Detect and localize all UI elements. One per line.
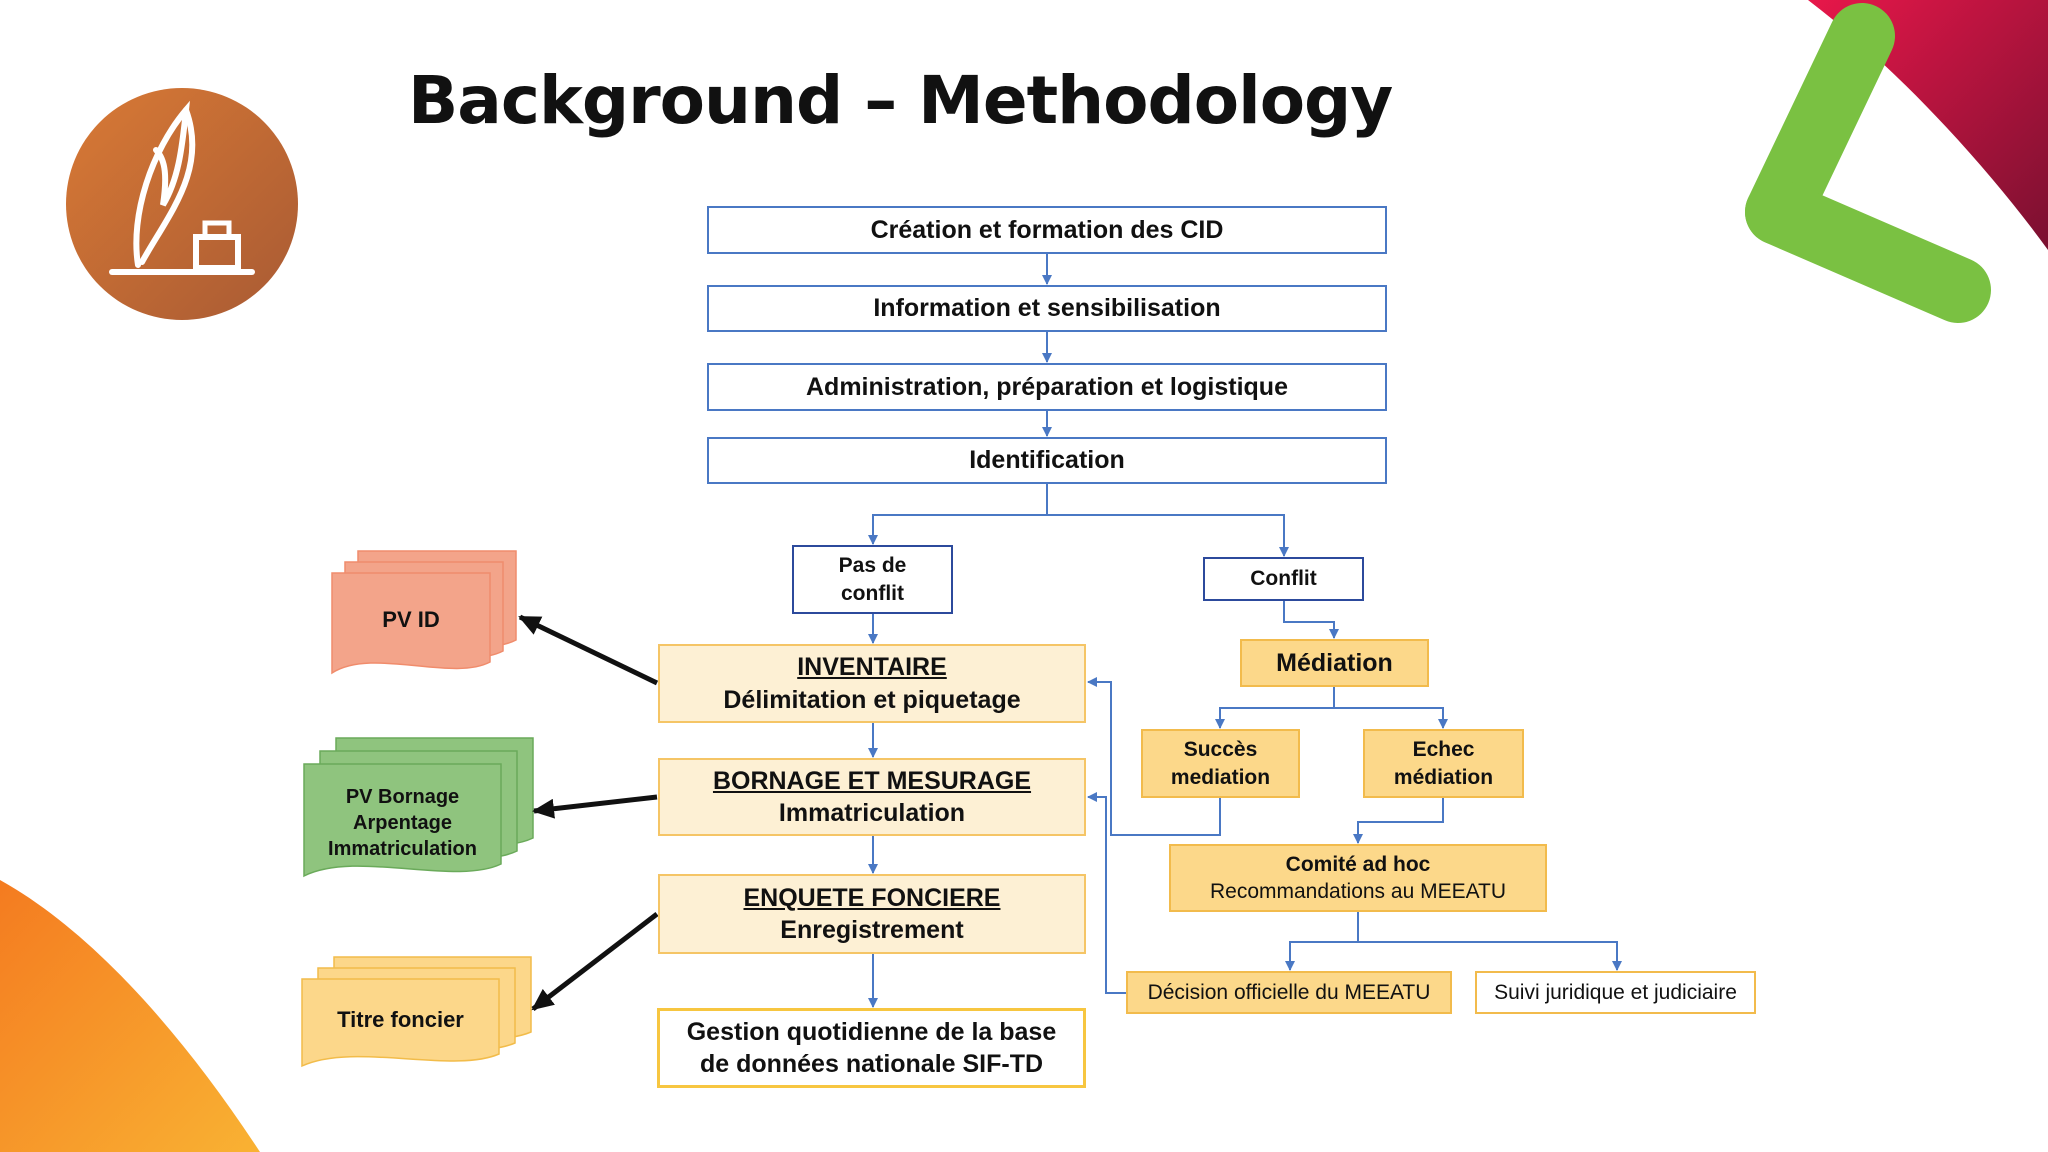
decision-officielle-step: Décision officielle du MEEATU xyxy=(1126,971,1452,1014)
echec-line2: médiation xyxy=(1393,765,1494,789)
titre-foncier-document-stack xyxy=(301,956,532,1068)
echec-line1: Echec xyxy=(1412,738,1475,762)
inventaire-step: INVENTAIRE Délimitation et piquetage xyxy=(658,644,1086,723)
branch-pas-de-conflit: Pas de conflit xyxy=(792,545,953,614)
pv-bornage-label: PV Bornage Arpentage Immatriculation xyxy=(304,784,501,862)
inventaire-subtitle: Délimitation et piquetage xyxy=(723,685,1021,714)
mediation-step: Médiation xyxy=(1240,639,1429,687)
quill-inkwell-icon xyxy=(66,88,298,320)
pink-corner-shape xyxy=(1808,0,2048,250)
step-information: Information et sensibilisation xyxy=(707,285,1387,332)
suivi-label: Suivi juridique et judiciaire xyxy=(1494,980,1737,1004)
green-arrow-icon xyxy=(1745,3,1991,323)
comite-title: Comité ad hoc xyxy=(1285,852,1431,876)
pv-bornage-document-stack xyxy=(303,737,534,878)
step-information-label: Information et sensibilisation xyxy=(873,294,1221,323)
gestion-base-donnees-step: Gestion quotidienne de la base de donnée… xyxy=(657,1008,1086,1088)
conflit-label: Conflit xyxy=(1250,567,1317,591)
gestion-line1: Gestion quotidienne de la base xyxy=(686,1017,1057,1046)
pas-de-conflit-line1: Pas de xyxy=(838,554,907,578)
echec-mediation-step: Echec médiation xyxy=(1363,729,1524,798)
page-title: Background – Methodology xyxy=(408,62,1393,139)
succes-line2: mediation xyxy=(1170,765,1271,789)
enquete-step: ENQUETE FONCIERE Enregistrement xyxy=(658,874,1086,954)
mediation-label: Médiation xyxy=(1276,648,1393,677)
suivi-juridique-step: Suivi juridique et judiciaire xyxy=(1475,971,1756,1014)
enquete-subtitle: Enregistrement xyxy=(780,916,964,944)
step-administration: Administration, préparation et logistiqu… xyxy=(707,363,1387,411)
gestion-line2: de données nationale SIF-TD xyxy=(699,1050,1044,1078)
comite-ad-hoc-step: Comité ad hoc Recommandations au MEEATU xyxy=(1169,844,1547,912)
step-identification: Identification xyxy=(707,437,1387,484)
pv-bornage-line1: PV Bornage xyxy=(345,786,460,808)
bornage-step: BORNAGE ET MESURAGE Immatriculation xyxy=(658,758,1086,836)
comite-subtitle: Recommandations au MEEATU xyxy=(1209,880,1507,903)
succes-line1: Succès xyxy=(1183,738,1258,762)
bornage-subtitle: Immatriculation xyxy=(778,799,966,827)
step-creation-label: Création et formation des CID xyxy=(870,215,1224,244)
enquete-title: ENQUETE FONCIERE xyxy=(743,883,1001,912)
decision-label: Décision officielle du MEEATU xyxy=(1147,980,1431,1004)
pv-id-document-stack xyxy=(331,550,517,675)
step-administration-label: Administration, préparation et logistiqu… xyxy=(806,372,1288,401)
step-identification-label: Identification xyxy=(969,446,1125,475)
bornage-title: BORNAGE ET MESURAGE xyxy=(712,766,1032,795)
branch-conflit: Conflit xyxy=(1203,557,1364,601)
succes-mediation-step: Succès mediation xyxy=(1141,729,1300,798)
flow-connectors xyxy=(868,254,1622,1008)
pv-bornage-line3: Immatriculation xyxy=(328,838,477,860)
titre-foncier-label: Titre foncier xyxy=(337,1007,464,1032)
step-creation-formation: Création et formation des CID xyxy=(707,206,1387,254)
orange-corner-shape xyxy=(0,880,260,1152)
inventaire-title: INVENTAIRE xyxy=(797,653,947,681)
document-output-arrows xyxy=(518,614,659,1011)
pv-id-label: PV ID xyxy=(382,607,440,632)
pas-de-conflit-line2: conflit xyxy=(841,581,904,605)
pv-bornage-line2: Arpentage xyxy=(353,812,452,834)
